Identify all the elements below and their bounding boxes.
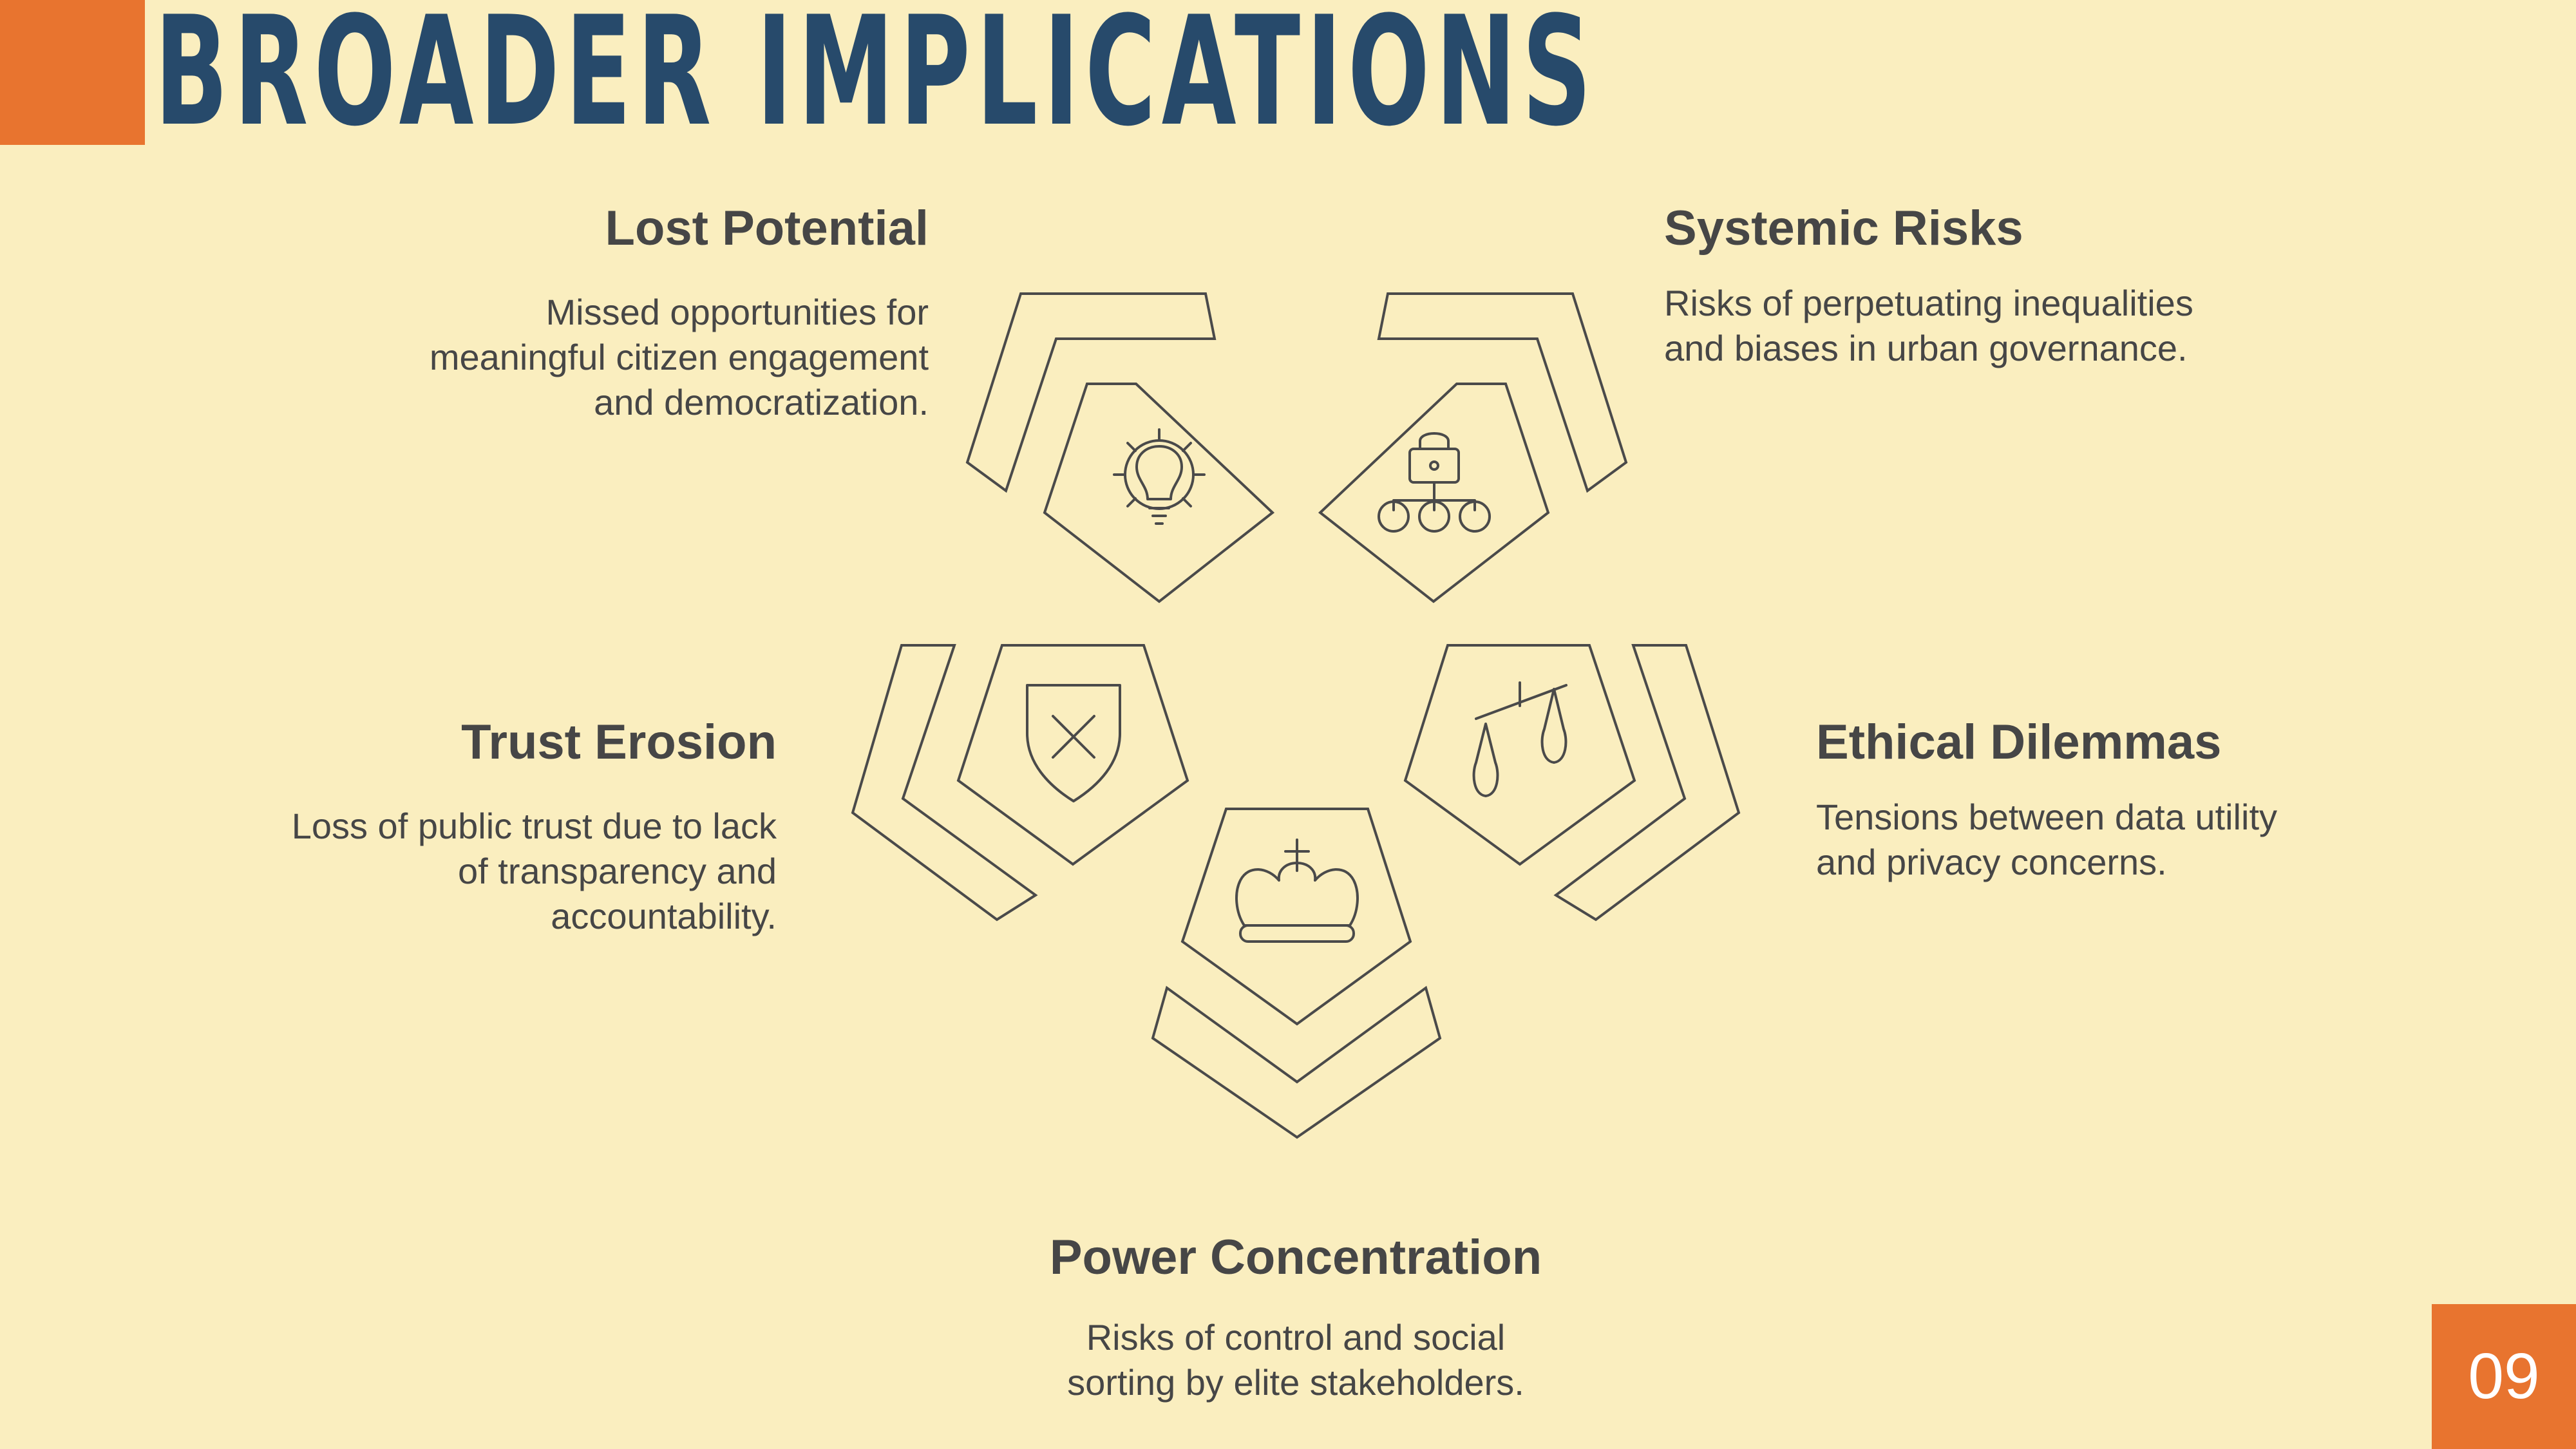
corner-accent-block bbox=[0, 0, 145, 145]
label-lost-potential: Lost Potential Missed opportunities for … bbox=[322, 200, 929, 425]
inner-pentagon-power-concentration bbox=[1180, 808, 1412, 1026]
inner-pentagon-lost-potential bbox=[1043, 383, 1275, 603]
segment-systemic-risks bbox=[1318, 292, 1628, 603]
segment-power-concentration bbox=[1151, 808, 1442, 1139]
segment-lost-potential bbox=[965, 292, 1275, 603]
gear-lightbulb-icon bbox=[1113, 428, 1206, 525]
outer-chevron-lost-potential bbox=[965, 292, 1217, 493]
description-ethical-dilemmas: Tensions between data utility and privac… bbox=[1816, 797, 2277, 882]
heading-systemic-risks: Systemic Risks bbox=[1664, 201, 2023, 256]
outer-chevron-ethical-dilemmas bbox=[1553, 644, 1741, 922]
heading-lost-potential: Lost Potential bbox=[605, 201, 929, 256]
description-lost-potential: Missed opportunities for meaningful citi… bbox=[429, 292, 929, 422]
inner-pentagon-ethical-dilemmas bbox=[1403, 644, 1636, 866]
label-power-concentration: Power Concentration Risks of control and… bbox=[909, 1229, 1682, 1405]
description-systemic-risks: Risks of perpetuating inequalities and b… bbox=[1664, 283, 2193, 368]
slide-title: BROADER IMPLICATIONS bbox=[155, 0, 1598, 160]
outer-chevron-trust-erosion bbox=[851, 644, 1038, 922]
page-number-badge: 09 bbox=[2432, 1304, 2576, 1449]
shield-x-icon bbox=[1026, 684, 1121, 802]
crown-icon bbox=[1235, 838, 1359, 943]
inner-pentagon-systemic-risks bbox=[1318, 383, 1550, 603]
label-ethical-dilemmas: Ethical Dilemmas Tensions between data u… bbox=[1816, 714, 2396, 885]
label-systemic-risks: Systemic Risks Risks of perpetuating ine… bbox=[1664, 200, 2244, 371]
outer-chevron-power-concentration bbox=[1151, 985, 1442, 1139]
outer-chevron-systemic-risks bbox=[1377, 292, 1628, 493]
description-power-concentration: Risks of control and social sorting by e… bbox=[1067, 1317, 1524, 1403]
segment-trust-erosion bbox=[851, 644, 1189, 922]
segment-ethical-dilemmas bbox=[1403, 644, 1741, 922]
heading-trust-erosion: Trust Erosion bbox=[461, 715, 777, 770]
description-trust-erosion: Loss of public trust due to lack of tran… bbox=[291, 806, 777, 936]
label-trust-erosion: Trust Erosion Loss of public trust due t… bbox=[193, 714, 777, 939]
inner-pentagon-trust-erosion bbox=[956, 644, 1189, 866]
lock-network-icon bbox=[1378, 432, 1491, 533]
heading-ethical-dilemmas: Ethical Dilemmas bbox=[1816, 715, 2222, 770]
heading-power-concentration: Power Concentration bbox=[1049, 1230, 1542, 1285]
balance-scale-icon bbox=[1472, 681, 1567, 797]
